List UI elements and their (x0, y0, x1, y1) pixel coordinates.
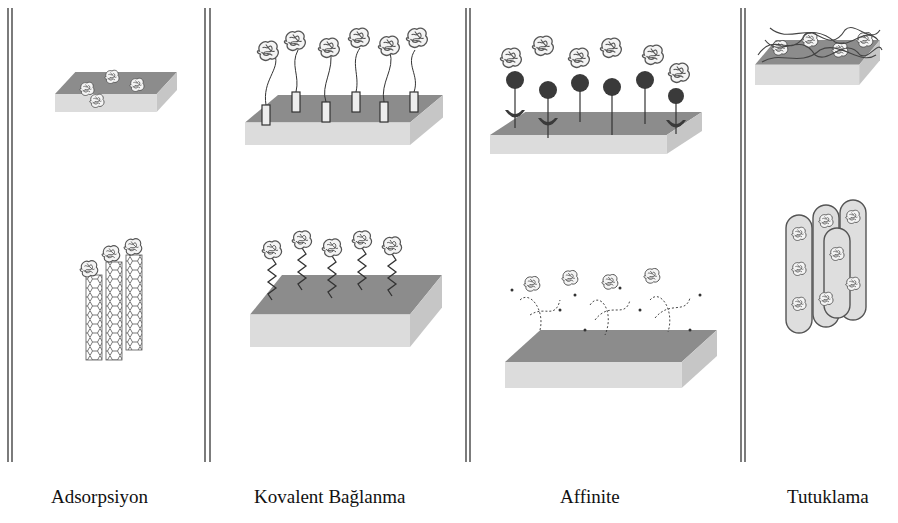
method-label: Tutuklama (787, 486, 869, 508)
panel-divider (8, 8, 745, 462)
affinity-figure (490, 36, 717, 388)
method-label: Affinite (560, 486, 620, 508)
adsorption-figure (55, 70, 177, 360)
method-label: Kovalent Bağlanma (254, 486, 405, 508)
entrapment-figure (755, 28, 882, 333)
method-label: Adsorpsiyon (51, 486, 148, 508)
covalent-figure (245, 28, 443, 347)
